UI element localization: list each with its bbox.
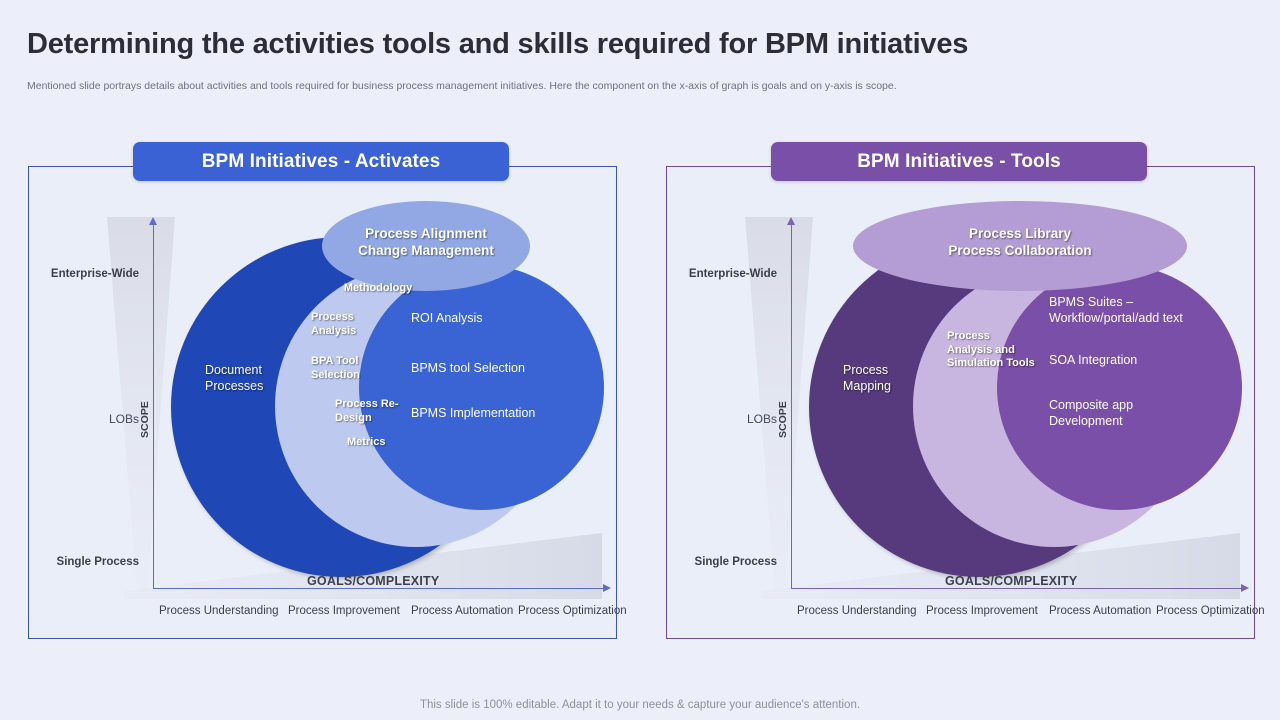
venn-right-item-2: Composite app Development [1049, 398, 1134, 428]
page-subtitle: Mentioned slide portrays details about a… [27, 80, 897, 92]
venn-right-item-2: BPMS Implementation [411, 406, 536, 420]
venn-right-item-0: BPMS Suites – Workflow/portal/add text [1049, 295, 1183, 325]
venn-right-item-1: SOA Integration [1049, 353, 1138, 367]
y-axis-title: SCOPE [777, 401, 789, 438]
venn-top-ellipse [322, 201, 530, 291]
chart-activates: Process Alignment Change Management Docu… [29, 201, 627, 638]
x-axis-arrow-icon [603, 584, 611, 592]
venn-right-circle [359, 265, 604, 510]
y-axis-title: SCOPE [139, 401, 151, 438]
venn-left-circle-label: Document Processes [205, 363, 264, 393]
x-tick-3: Process Optimization [1156, 605, 1265, 617]
scope-gradient-wedge [107, 217, 175, 592]
venn-left-circle-label: Process Mapping [843, 363, 891, 393]
chart-tools: Process Library Process Collaboration Pr… [667, 201, 1265, 638]
x-axis-title: GOALS/COMPLEXITY [307, 574, 440, 588]
page-title: Determining the activities tools and ski… [27, 28, 969, 60]
venn-overlap-item-1: Process Analysis [311, 311, 357, 337]
panel-activates-badge[interactable]: BPM Initiatives - Activates [133, 142, 509, 181]
x-tick-2: Process Automation [411, 605, 514, 617]
venn-activates: Process Alignment Change Management Docu… [29, 201, 616, 638]
y-axis-line [153, 225, 155, 589]
y-tick-enterprise-wide: Enterprise-Wide [50, 268, 139, 280]
venn-top-ellipse-label: Process Library Process Collaboration [948, 226, 1092, 258]
venn-overlap-item-2: BPA Tool Selection [311, 355, 360, 381]
venn-overlap-item-0: Process Analysis and Simulation Tools [947, 330, 1035, 369]
panel-tools-badge[interactable]: BPM Initiatives - Tools [771, 142, 1147, 181]
y-axis-arrow-icon [787, 217, 795, 225]
scope-gradient-wedge [745, 217, 813, 592]
venn-tools: Process Library Process Collaboration Pr… [667, 201, 1254, 638]
venn-right-circle [997, 265, 1242, 510]
x-tick-1: Process Improvement [288, 605, 400, 617]
x-axis-arrow-icon [1241, 584, 1249, 592]
panel-tools: Process Library Process Collaboration Pr… [666, 166, 1265, 639]
y-tick-enterprise-wide: Enterprise-Wide [688, 268, 777, 280]
venn-right-item-1: BPMS tool Selection [411, 361, 525, 375]
x-tick-1: Process Improvement [926, 605, 1038, 617]
x-tick-2: Process Automation [1049, 605, 1152, 617]
slide-footer-note: This slide is 100% editable. Adapt it to… [419, 699, 861, 711]
x-tick-0: Process Understanding [159, 605, 279, 617]
y-tick-lobs: LOBs [746, 412, 777, 426]
venn-right-item-0: ROI Analysis [411, 311, 483, 325]
y-axis-line [791, 225, 793, 589]
y-tick-lobs: LOBs [108, 412, 139, 426]
venn-overlap-item-4: Metrics [347, 436, 386, 448]
venn-top-ellipse [853, 201, 1187, 291]
y-tick-single-process: Single Process [694, 556, 777, 568]
venn-overlap-item-0: Methodology [343, 282, 413, 294]
x-tick-0: Process Understanding [797, 605, 917, 617]
x-axis-line [153, 588, 605, 590]
venn-overlap-item-3: Process Re- Design [335, 398, 399, 424]
venn-top-ellipse-label: Process Alignment Change Management [358, 226, 494, 258]
y-axis-arrow-icon [149, 217, 157, 225]
panel-activates: Process Alignment Change Management Docu… [28, 166, 627, 639]
x-axis-line [791, 588, 1243, 590]
x-tick-3: Process Optimization [518, 605, 627, 617]
y-tick-single-process: Single Process [56, 556, 139, 568]
x-axis-title: GOALS/COMPLEXITY [945, 574, 1078, 588]
